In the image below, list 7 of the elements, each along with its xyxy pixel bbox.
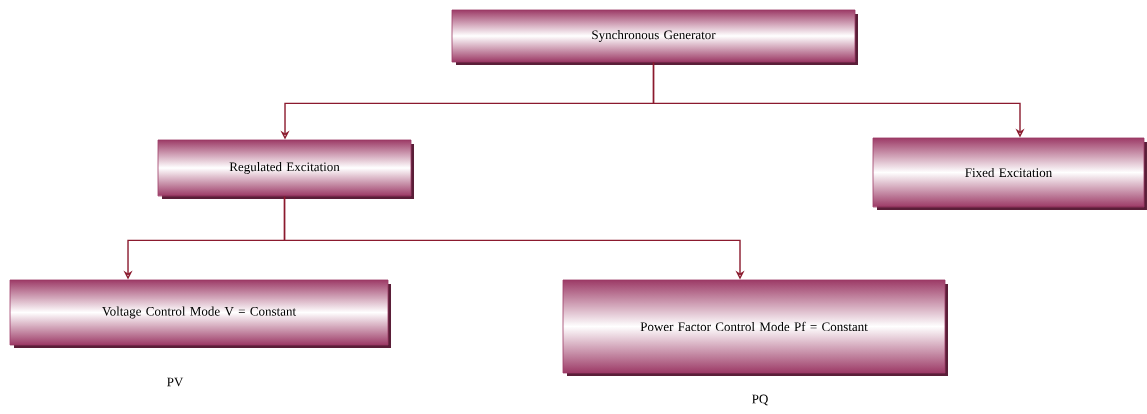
process-box: Regulated Excitation — [157, 139, 414, 199]
node-caption: PQ — [752, 394, 769, 406]
process-box: Fixed Excitation — [872, 137, 1147, 210]
process-box: Voltage Control Mode V = Constant — [9, 279, 391, 348]
process-box: Synchronous Generator — [451, 9, 858, 65]
process-box: Power Factor Control Mode Pf = Constant — [562, 279, 948, 376]
node-caption: PV — [167, 377, 184, 387]
